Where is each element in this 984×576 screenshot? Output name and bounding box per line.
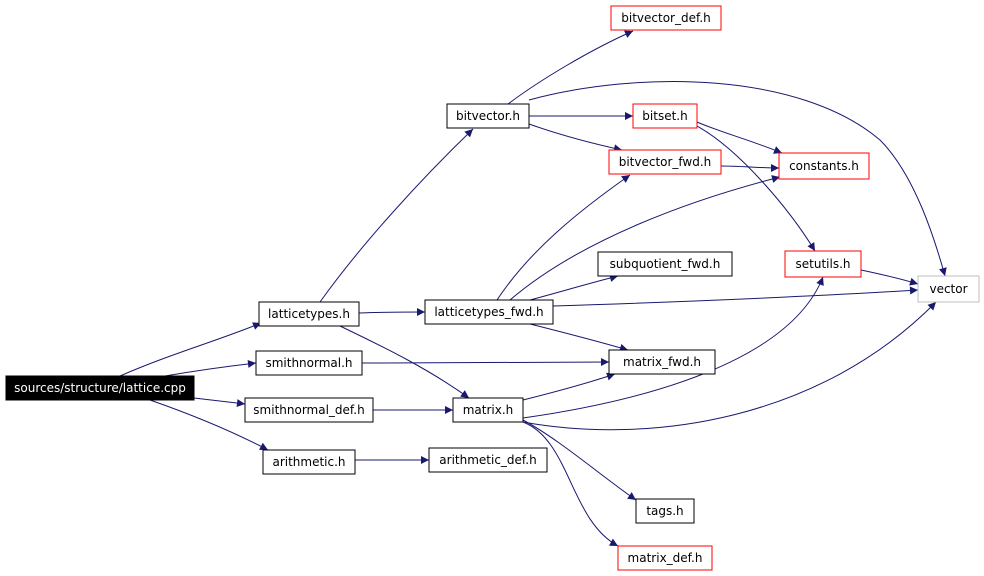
- node-box: [778, 152, 870, 180]
- node-box: [424, 299, 554, 325]
- node-label: latticetypes.h: [268, 307, 350, 321]
- node-box: [258, 301, 360, 327]
- edge-latticetypes-h-to-latticetypes-fwd-h: [358, 308, 426, 317]
- edge-latticetypes-h-to-bitvector-h: [319, 128, 474, 303]
- node-matrix-def-h[interactable]: matrix_def.h: [617, 545, 713, 571]
- edge-matrix-h-to-tags-h: [522, 419, 637, 501]
- edge-bitvector-fwd-h-to-constants-h: [720, 163, 780, 172]
- node-tags-h[interactable]: tags.h: [635, 498, 695, 524]
- node-label: smithnormal.h: [265, 356, 352, 370]
- node-box: [784, 250, 862, 278]
- edge-smithnormal-h-to-matrix-fwd-h: [361, 358, 610, 367]
- node-label: subquotient_fwd.h: [610, 257, 721, 271]
- node-setutils-h[interactable]: setutils.h: [784, 250, 862, 278]
- edge-latticetypes-fwd-h-to-bitvector-fwd-h: [496, 174, 631, 301]
- edge-bitvector-h-to-vector: [528, 81, 947, 277]
- node-matrix-fwd-h[interactable]: matrix_fwd.h: [608, 349, 716, 375]
- node-latticetypes-h[interactable]: latticetypes.h: [258, 301, 360, 327]
- node-box: [255, 350, 363, 376]
- node-smithnormal-def-h[interactable]: smithnormal_def.h: [244, 397, 374, 423]
- edge-latticetypes-fwd-h-to-constants-h: [509, 175, 781, 301]
- edge-latticetypes-fwd-h-to-vector: [552, 286, 919, 307]
- node-latticetypes-fwd-h[interactable]: latticetypes_fwd.h: [424, 299, 554, 325]
- node-label: latticetypes_fwd.h: [434, 305, 543, 319]
- edge-bitvector-h-to-bitvector-fwd-h: [528, 123, 623, 153]
- edge-bitvector-h-to-bitvector-def-h: [507, 30, 634, 105]
- edge-latticetypes-h-to-matrix-h: [339, 325, 470, 399]
- node-constants-h[interactable]: constants.h: [778, 152, 870, 180]
- node-subquotient-fwd-h[interactable]: subquotient_fwd.h: [597, 251, 733, 277]
- edge-matrix-h-to-vector: [522, 301, 937, 431]
- node-label: arithmetic.h: [272, 455, 345, 469]
- node-arithmetic-def-h[interactable]: arithmetic_def.h: [428, 447, 548, 473]
- node-smithnormal-h[interactable]: smithnormal.h: [255, 350, 363, 376]
- edge-lattice-cpp-to-arithmetic-h: [149, 399, 269, 451]
- edge-lattice-cpp-to-latticetypes-h: [119, 322, 262, 377]
- node-label: vector: [929, 282, 967, 296]
- node-box: [5, 375, 195, 401]
- node-box: [597, 251, 733, 277]
- node-label: bitvector.h: [456, 109, 520, 123]
- node-label: bitvector_fwd.h: [619, 155, 712, 169]
- node-bitvector-h[interactable]: bitvector.h: [446, 103, 530, 129]
- edge-matrix-h-to-setutils-h: [522, 276, 824, 419]
- nodes-layer: sources/structure/lattice.cpp latticetype…: [5, 5, 980, 571]
- node-label: tags.h: [646, 504, 683, 518]
- node-lattice-cpp: sources/structure/lattice.cpp: [5, 375, 195, 401]
- edge-latticetypes-fwd-h-to-subquotient-fwd-h: [529, 274, 619, 301]
- edge-setutils-h-to-vector: [860, 269, 919, 286]
- node-box: [608, 149, 722, 175]
- node-box: [635, 498, 695, 524]
- edges-layer: [119, 30, 947, 547]
- node-vector[interactable]: vector: [917, 275, 980, 303]
- node-box: [632, 103, 698, 129]
- edge-lattice-cpp-to-smithnormal-def-h: [193, 397, 246, 408]
- node-box: [452, 397, 524, 423]
- node-arithmetic-h[interactable]: arithmetic.h: [262, 449, 356, 475]
- edge-lattice-cpp-to-smithnormal-h: [164, 359, 257, 377]
- node-box: [446, 103, 530, 129]
- node-bitvector-fwd-h[interactable]: bitvector_fwd.h: [608, 149, 722, 175]
- node-bitset-h[interactable]: bitset.h: [632, 103, 698, 129]
- node-label: arithmetic_def.h: [439, 453, 536, 467]
- edge-latticetypes-fwd-h-to-matrix-fwd-h: [529, 323, 629, 352]
- node-bitvector-def-h[interactable]: bitvector_def.h: [610, 5, 722, 31]
- node-label: smithnormal_def.h: [253, 403, 364, 417]
- node-box: [244, 397, 374, 423]
- node-box: [610, 5, 722, 31]
- node-box: [617, 545, 713, 571]
- edge-bitset-h-to-setutils-h: [696, 125, 816, 252]
- node-label: matrix.h: [463, 403, 514, 417]
- edge-matrix-h-to-matrix-fwd-h: [522, 372, 616, 401]
- node-label: setutils.h: [796, 257, 851, 271]
- node-box: [608, 349, 716, 375]
- node-label: bitvector_def.h: [621, 11, 711, 25]
- node-matrix-h[interactable]: matrix.h: [452, 397, 524, 423]
- node-box: [917, 275, 980, 303]
- node-label: constants.h: [789, 159, 859, 173]
- node-label: bitset.h: [642, 109, 687, 123]
- node-label: matrix_def.h: [628, 551, 703, 565]
- node-box: [262, 449, 356, 475]
- node-box: [428, 447, 548, 473]
- edge-bitset-h-to-constants-h: [696, 121, 783, 154]
- node-label: matrix_fwd.h: [623, 355, 701, 369]
- node-label: sources/structure/lattice.cpp: [14, 381, 186, 395]
- edge-matrix-h-to-matrix-def-h: [522, 421, 619, 547]
